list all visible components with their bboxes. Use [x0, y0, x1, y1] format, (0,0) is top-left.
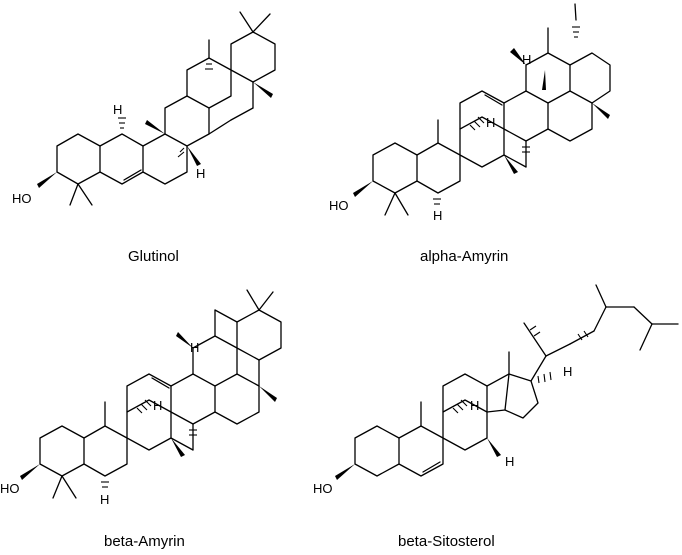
molecule-beta-sitosterol: HO H H H beta-Sitosterol [313, 284, 679, 550]
alpha-amyrin-h-label: H [522, 52, 531, 67]
beta-amyrin-h-label: H [153, 398, 162, 413]
beta-amyrin-hashed-bond [136, 399, 152, 414]
beta-sitosterol-hashed-bond [452, 399, 468, 414]
alpha-amyrin-methyl-wedge [504, 155, 518, 174]
alpha-amyrin-h-label: H [486, 115, 495, 130]
alpha-amyrin-methyl-wedge [510, 48, 526, 65]
molecule-alpha-amyrin: HO H H H alpha-Amyrin [329, 3, 611, 265]
beta-amyrin-methyl-wedge [171, 438, 185, 457]
glutinol-hashed-bond [205, 63, 213, 70]
alpha-amyrin-hashed-bond [572, 26, 580, 38]
beta-sitosterol-ho-label: HO [313, 481, 333, 496]
alpha-amyrin-h-label: H [433, 208, 442, 223]
beta-amyrin-methyl-wedge [176, 332, 193, 348]
beta-sitosterol-name: beta-Sitosterol [398, 533, 495, 550]
alpha-amyrin-hashed-bond [433, 198, 441, 205]
beta-sitosterol-h-label: H [505, 454, 514, 469]
alpha-amyrin-hashed-bond [522, 146, 530, 153]
beta-sitosterol-skeleton [354, 284, 679, 477]
beta-sitosterol-ho-wedge [335, 464, 355, 480]
glutinol-methyl-wedge [145, 120, 165, 134]
alpha-amyrin-ho-label: HO [329, 198, 349, 213]
glutinol-methyl-wedge [187, 146, 201, 166]
beta-amyrin-hashed-bond [189, 429, 197, 436]
glutinol-ho-label: HO [12, 191, 32, 206]
alpha-amyrin-ho-wedge [353, 181, 373, 197]
alpha-amyrin-name: alpha-Amyrin [420, 248, 508, 265]
beta-amyrin-skeleton [39, 289, 282, 499]
beta-sitosterol-hashed-bond [529, 325, 541, 337]
glutinol-h-label: H [196, 166, 205, 181]
beta-amyrin-h-label: H [190, 340, 199, 355]
alpha-amyrin-skeleton [372, 3, 611, 216]
glutinol-methyl-wedge [253, 82, 273, 98]
alpha-amyrin-hashed-bond [469, 116, 485, 131]
beta-sitosterol-hashed-bond [537, 371, 552, 384]
glutinol-skeleton [56, 11, 276, 206]
alpha-amyrin-methyl-wedge [592, 103, 610, 119]
glutinol-ho-wedge [37, 172, 57, 188]
beta-amyrin-hashed-bond [101, 481, 109, 488]
beta-amyrin-h-label: H [100, 492, 109, 507]
beta-amyrin-name: beta-Amyrin [104, 533, 185, 550]
glutinol-hashed-bond [118, 117, 126, 129]
beta-sitosterol-h-label: H [470, 398, 479, 413]
beta-sitosterol-h-label: H [563, 364, 572, 379]
glutinol-name: Glutinol [128, 248, 179, 265]
molecule-beta-amyrin: HO H H H beta-Amyrin [0, 289, 282, 550]
beta-sitosterol-methyl-wedge [487, 438, 501, 457]
glutinol-hashed-bond [177, 147, 185, 158]
alpha-amyrin-methyl-wedge [542, 70, 546, 90]
glutinol-h-label: H [113, 102, 122, 117]
beta-sitosterol-hashed-bond [577, 330, 589, 341]
beta-amyrin-ho-wedge [20, 464, 40, 480]
beta-amyrin-ho-label: HO [0, 481, 20, 496]
molecule-glutinol: HO H H Glutinol [12, 11, 276, 265]
beta-amyrin-methyl-wedge [259, 386, 277, 402]
